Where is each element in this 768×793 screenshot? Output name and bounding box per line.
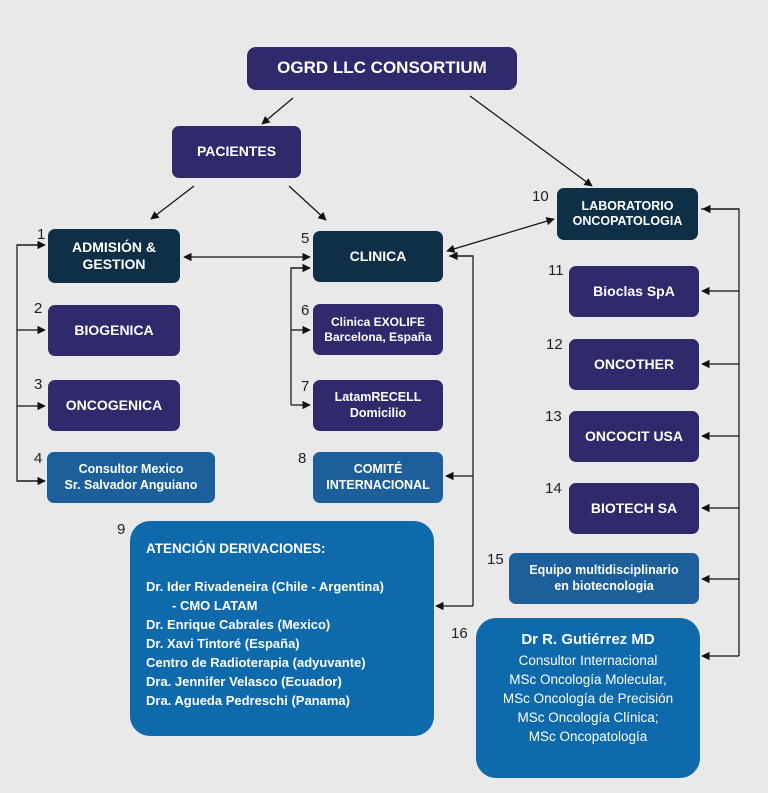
consultor-mexico-line-1: Consultor Mexico: [78, 462, 184, 477]
consultor-mexico-line-2: Sr. Salvador Anguiano: [64, 477, 198, 492]
oncother-label: ONCOTHER: [593, 355, 675, 372]
number-12: 12: [546, 336, 563, 353]
laboratorio-line-2: ONCOPATOLOGIA: [572, 214, 683, 228]
exolife-line-1: Clinica EXOLIFE: [330, 314, 426, 329]
exolife-line-2: Barcelona, España: [324, 329, 432, 344]
biogenica-label: BIOGENICA: [74, 321, 154, 338]
equipo-line-2: en biotecnologia: [554, 578, 654, 593]
number-14: 14: [545, 480, 562, 497]
biotech-box: BIOTECH SA: [569, 483, 699, 534]
clinica-label: CLINICA: [349, 247, 407, 264]
bioclas-box: Bioclas SpA: [569, 266, 699, 317]
title-box: OGRD LLC CONSORTIUM: [247, 47, 517, 90]
biogenica-box: BIOGENICA: [48, 305, 180, 356]
number-6: 6: [301, 302, 310, 319]
number-10: 10: [532, 188, 549, 205]
gutierrez-panel: Dr R. Gutiérrez MD Consultor Internacion…: [476, 618, 700, 778]
number-8: 8: [298, 450, 307, 467]
arrow-pacientes-clinica: [288, 185, 327, 221]
derivaciones-item-4: Dr. Xavi Tintoré (España): [146, 636, 300, 651]
comite-box: COMITÉ INTERNACIONAL: [313, 452, 443, 503]
gutierrez-item-4: MSc Oncología Clínica;: [517, 710, 659, 725]
gutierrez-item-2: MSc Oncología Molecular,: [509, 672, 667, 687]
derivaciones-heading: ATENCIÓN DERIVACIONES:: [146, 541, 326, 556]
number-11: 11: [548, 262, 564, 279]
number-3: 3: [34, 376, 43, 393]
derivaciones-item-5: Centro de Radioterapia (adyuvante): [146, 655, 366, 670]
arrow-title-laboratorio: [469, 95, 593, 187]
number-9: 9: [117, 521, 126, 538]
title-label: OGRD LLC CONSORTIUM: [277, 58, 487, 78]
number-1: 1: [37, 226, 46, 243]
arrow-pacientes-admision: [150, 185, 195, 220]
admision-box: ADMISIÓN & GESTION: [48, 229, 180, 283]
admision-line-1: ADMISIÓN &: [72, 238, 156, 255]
gutierrez-item-5: MSc Oncopatología: [528, 729, 648, 744]
pacientes-label: PACIENTES: [196, 143, 277, 160]
oncogenica-box: ONCOGENICA: [48, 380, 180, 431]
derivaciones-item-6: Dra. Jennifer Velasco (Ecuador): [146, 674, 342, 689]
bracket-laboratorio: [701, 208, 740, 656]
latamrecell-line-1: LatamRECELL: [334, 390, 422, 405]
bracket-admision: [16, 244, 43, 482]
number-13: 13: [545, 408, 562, 425]
pacientes-box: PACIENTES: [172, 126, 301, 178]
number-15: 15: [487, 551, 504, 568]
oncocit-label: ONCOCIT USA: [585, 427, 683, 444]
equipo-box: Equipo multidisciplinario en biotecnolog…: [509, 553, 699, 604]
oncother-box: ONCOTHER: [569, 339, 699, 390]
equipo-line-1: Equipo multidisciplinario: [529, 563, 679, 578]
laboratorio-line-1: LABORATORIO: [581, 198, 674, 213]
latamrecell-box: LatamRECELL Domicilio: [313, 380, 443, 431]
laboratorio-box: LABORATORIO ONCOPATOLOGIA: [557, 188, 698, 240]
bracket-derivaciones: [449, 255, 474, 606]
exolife-box: Clinica EXOLIFE Barcelona, España: [313, 304, 443, 355]
bioclas-label: Bioclas SpA: [593, 282, 675, 299]
comite-line-2: INTERNACIONAL: [326, 477, 430, 492]
derivaciones-item-7: Dra. Agueda Pedreschi (Panama): [146, 693, 350, 708]
admision-line-2: GESTION: [82, 256, 146, 272]
number-16: 16: [451, 625, 468, 642]
consultor-mexico-box: Consultor Mexico Sr. Salvador Anguiano: [47, 452, 215, 503]
oncogenica-label: ONCOGENICA: [65, 396, 163, 413]
number-4: 4: [34, 450, 43, 467]
number-7: 7: [301, 378, 310, 395]
gutierrez-heading: Dr R. Gutiérrez MD: [521, 631, 655, 648]
derivaciones-item-2: - CMO LATAM: [172, 598, 258, 613]
derivaciones-item-1: Dr. Ider Rivadeneira (Chile - Argentina): [146, 579, 384, 594]
latamrecell-line-2: Domicilio: [349, 405, 407, 420]
oncocit-box: ONCOCIT USA: [569, 411, 699, 462]
derivaciones-item-3: Dr. Enrique Cabrales (Mexico): [146, 617, 331, 632]
gutierrez-item-3: MSc Oncología de Precisión: [502, 691, 674, 706]
gutierrez-item-1: Consultor Internacional: [518, 653, 658, 668]
arrow-clinica-laboratorio: [446, 217, 555, 253]
number-5: 5: [301, 230, 310, 247]
derivaciones-panel: ATENCIÓN DERIVACIONES: Dr. Ider Rivadene…: [130, 521, 434, 736]
number-2: 2: [34, 300, 43, 317]
comite-line-1: COMITÉ: [353, 462, 403, 477]
arrow-title-pacientes: [261, 97, 294, 125]
clinica-box: CLINICA: [313, 231, 443, 282]
biotech-label: BIOTECH SA: [590, 499, 678, 516]
